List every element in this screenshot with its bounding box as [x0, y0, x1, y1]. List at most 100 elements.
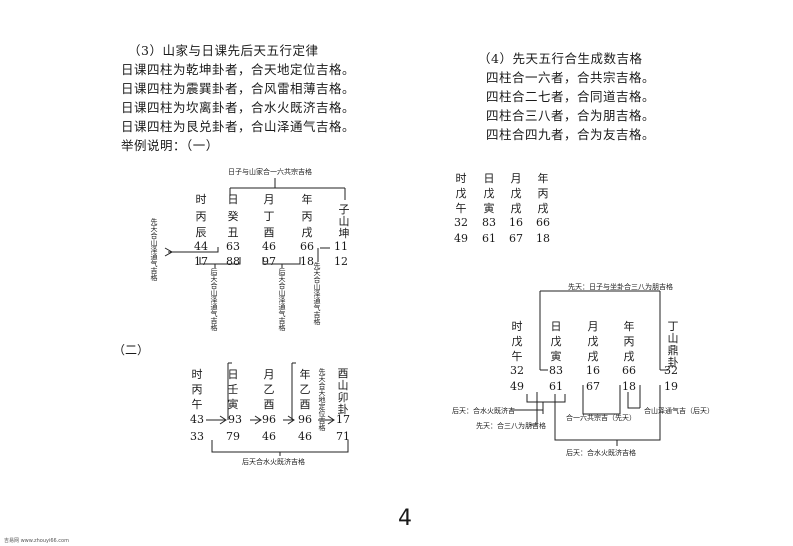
- ex2-bottom-label: 后天合水火既济吉格: [242, 458, 305, 466]
- ex2-header-year: 年: [299, 368, 311, 381]
- footer-watermark: 吉易网 www.zhouyi66.com: [4, 538, 69, 544]
- ex2-header-hour: 时: [191, 368, 203, 381]
- ex1-header-month: 月: [263, 193, 275, 206]
- ex3-row2-hour: 49: [510, 380, 524, 393]
- rt-row2-month: 67: [509, 232, 523, 245]
- ex1-row2-hour: 17: [194, 255, 208, 268]
- rt-row2-year: 18: [536, 232, 550, 245]
- rt-branch-month: 戌: [510, 202, 522, 215]
- ex1-row1-day: 63: [226, 240, 240, 253]
- ex1-mountain-char-3: 坤: [338, 227, 350, 240]
- left-rule-4: 日课四柱为艮兑卦者，合山泽通气吉格。: [121, 119, 356, 134]
- ex1-mountain-row2: 12: [334, 255, 348, 268]
- ex3-stem-month: 戊: [587, 335, 599, 348]
- ex2-mountain-char-4: 卦: [337, 403, 349, 416]
- rt-row1-year: 66: [536, 216, 550, 229]
- ex2-row2-hour: 33: [190, 430, 204, 443]
- ex1-header-year: 年: [301, 193, 313, 206]
- ex3-row2-day: 61: [549, 380, 563, 393]
- ex3-mountain-char-3: 鼎: [667, 344, 679, 357]
- ex2-row1-hour: 43: [190, 413, 204, 426]
- ex2-mountain-char-2: 山: [337, 379, 349, 392]
- ex3-label-xiantian: 先天：合三八为朋吉格: [476, 422, 546, 430]
- right-rule-3: 四柱合三八者，合为朋吉格。: [486, 108, 656, 123]
- ex1-label-c: 先天合山泽通气吉格: [313, 262, 321, 325]
- ex1-label-b: 后天合山泽通气吉格: [278, 268, 286, 331]
- left-rule-1: 日课四柱为乾坤卦者，合天地定位吉格。: [121, 62, 356, 77]
- rt-header-month: 月: [510, 172, 522, 185]
- ex2-stem-month: 乙: [263, 383, 275, 396]
- ex1-branch-day: 丑: [227, 226, 239, 239]
- ex3-stem-hour: 戊: [511, 335, 523, 348]
- ex1-mountain-char-2: 山: [338, 215, 350, 228]
- rt-row1-month: 16: [509, 216, 523, 229]
- ex2-mountain-row1: 17: [336, 413, 350, 426]
- ex3-branch-year: 戌: [623, 350, 635, 363]
- ex2-branch-day: 寅: [227, 398, 239, 411]
- ex1-branch-hour: 辰: [195, 226, 207, 239]
- ex3-header-hour: 时: [511, 320, 523, 333]
- left-rule-3: 日课四柱为坎离卦者，合水火既济吉格。: [121, 100, 356, 115]
- left-section-title: （3）山家与日课先后天五行定律: [128, 43, 319, 58]
- ex3-label-houtian-left: 后天：合水火既济吉: [452, 407, 515, 415]
- ex1-stem-year: 丙: [301, 210, 313, 223]
- ex3-top-label: 先天：日子与坐卦合三八为朋吉格: [568, 283, 673, 291]
- ex2-mountain-row2: 71: [336, 430, 350, 443]
- ex3-row1-day: 83: [549, 364, 563, 377]
- ex1-row2-month: 97: [262, 255, 276, 268]
- ex2-stem-year: 乙: [299, 383, 311, 396]
- rt-row1-hour: 32: [454, 216, 468, 229]
- rt-stem-year: 丙: [537, 187, 549, 200]
- ex3-mountain-row1: 32: [664, 364, 678, 377]
- ex3-branch-month: 戌: [587, 350, 599, 363]
- ex1-mountain-row1: 11: [334, 240, 348, 253]
- ex2-marker: （二）: [113, 343, 150, 357]
- example-heading: 举例说明：（一）: [121, 138, 219, 153]
- ex1-left-label: 先天合山泽通气吉格: [150, 218, 158, 281]
- rt-branch-hour: 午: [455, 202, 467, 215]
- ex2-header-day: 日: [227, 368, 239, 381]
- ex1-header-day: 日: [227, 193, 239, 206]
- ex2-stem-day: 壬: [227, 383, 239, 396]
- ex1-header-hour: 时: [195, 193, 207, 206]
- rt-branch-day: 寅: [483, 202, 495, 215]
- page-number: 4: [398, 506, 412, 531]
- ex3-stem-year: 丙: [623, 335, 635, 348]
- rt-row1-day: 83: [482, 216, 496, 229]
- ex2-row1-day: 93: [228, 413, 242, 426]
- ex3-row2-year: 18: [622, 380, 636, 393]
- ex3-mountain-row2: 19: [664, 380, 678, 393]
- rt-branch-year: 戌: [537, 202, 549, 215]
- ex3-mountain-char-4: 卦: [667, 356, 679, 369]
- ex3-header-day: 日: [550, 320, 562, 333]
- ex1-branch-year: 戌: [301, 226, 313, 239]
- left-rule-2: 日课四柱为震巽卦者，合风雷相薄吉格。: [121, 81, 356, 96]
- ex1-row2-year: 18: [300, 255, 314, 268]
- ex1-top-label: 日子与山家合一六共宗吉格: [228, 168, 312, 176]
- ex3-row1-month: 16: [586, 364, 600, 377]
- ex3-row1-year: 66: [622, 364, 636, 377]
- ex2-stem-hour: 丙: [191, 383, 203, 396]
- right-rule-1: 四柱合一六者，合共宗吉格。: [486, 70, 656, 85]
- ex1-label-a: 后天合山泽通气吉格: [210, 268, 218, 331]
- ex3-header-year: 年: [623, 320, 635, 333]
- ex3-mountain-char-1: 丁: [667, 320, 679, 333]
- ex2-branch-year: 酉: [299, 398, 311, 411]
- ex2-right-label: 先天合天地定位吉格: [318, 368, 326, 431]
- ex3-label-bottom: 后天：合水火既济吉格: [566, 449, 636, 457]
- ex3-header-month: 月: [587, 320, 599, 333]
- ex1-row1-year: 66: [300, 240, 314, 253]
- ex2-row1-year: 96: [298, 413, 312, 426]
- ex2-branch-month: 酉: [263, 398, 275, 411]
- ex2-row2-month: 46: [262, 430, 276, 443]
- rt-header-day: 日: [483, 172, 495, 185]
- ex2-mountain-char-1: 酉: [337, 367, 349, 380]
- ex1-row1-hour: 44: [194, 240, 208, 253]
- right-rule-4: 四柱合四九者，合为友吉格。: [486, 127, 656, 142]
- rt-stem-day: 戊: [483, 187, 495, 200]
- rt-row2-hour: 49: [454, 232, 468, 245]
- right-section-title: （4）先天五行合生成数吉格: [478, 51, 643, 66]
- right-rule-2: 四柱合二七者，合同道吉格。: [486, 89, 656, 104]
- rt-stem-month: 戊: [510, 187, 522, 200]
